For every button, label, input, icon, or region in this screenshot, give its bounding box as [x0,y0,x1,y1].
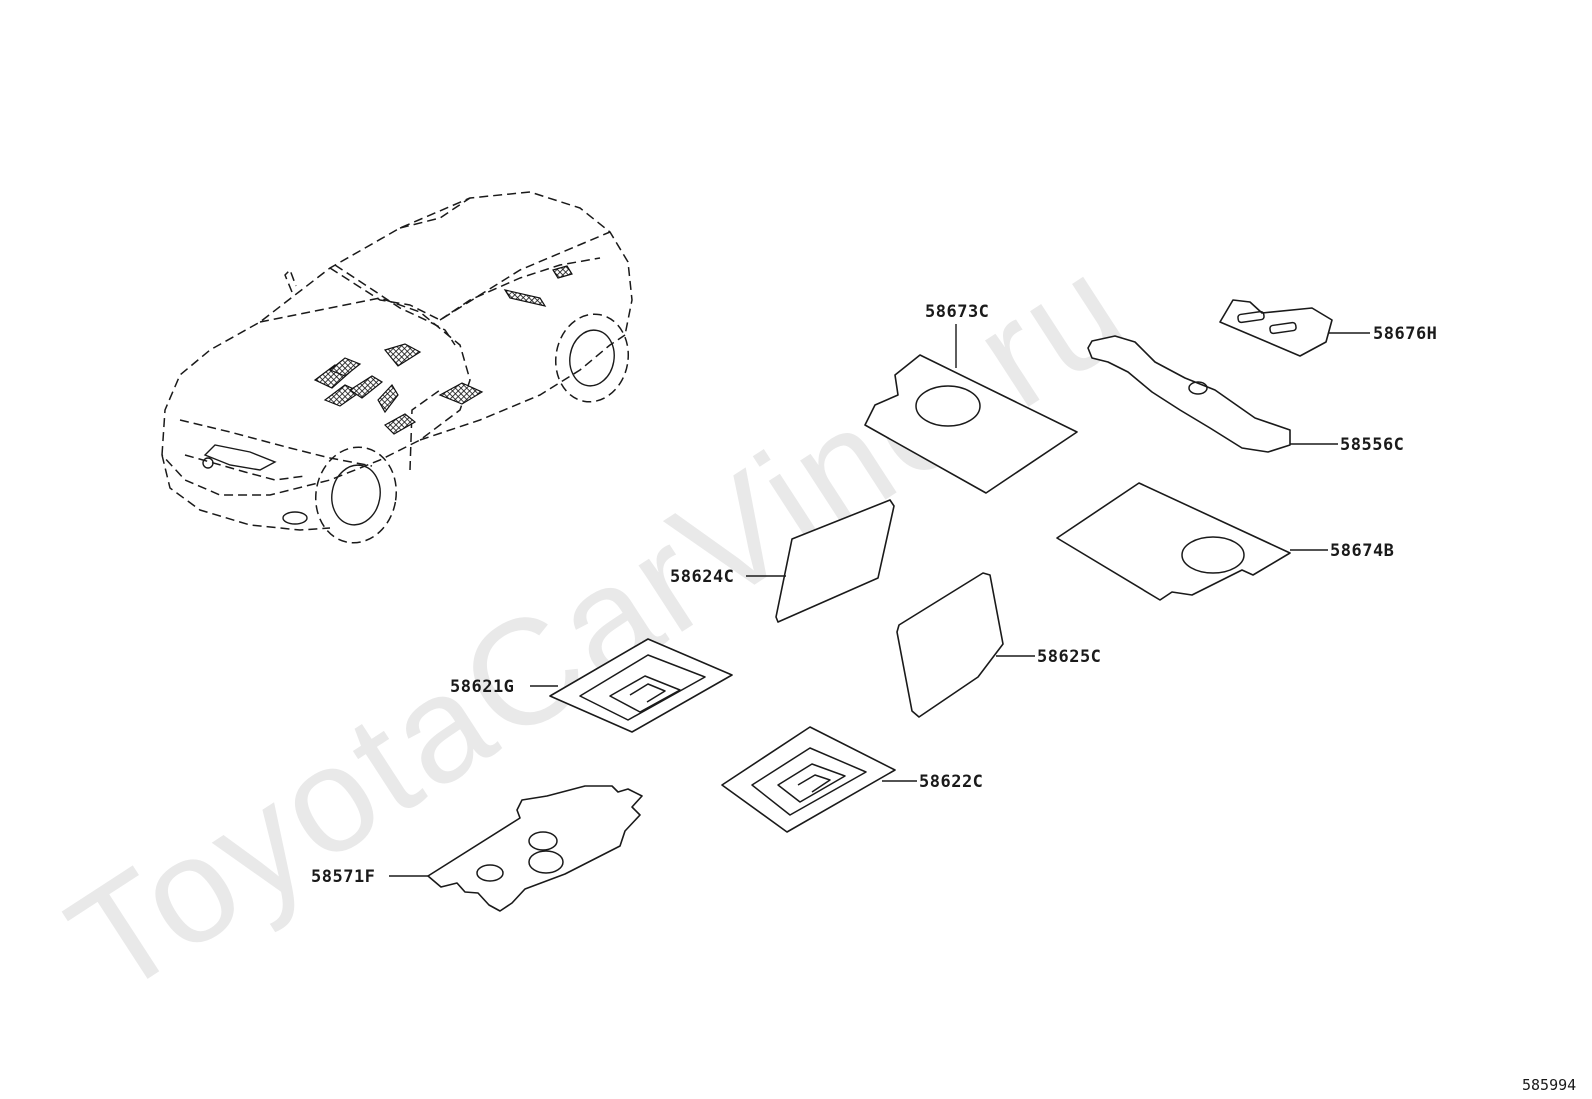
part-58625C[interactable]: 58625C [896,572,1101,718]
part-label-58556C: 58556C [1340,435,1404,455]
part-58622C[interactable]: 58622C [721,726,983,833]
part-label-58625C: 58625C [1037,647,1101,667]
part-58571F[interactable]: 58571F [311,785,643,912]
part-label-58674B: 58674B [1330,541,1394,561]
part-label-58622C: 58622C [919,772,983,792]
part-58674B[interactable]: 58674B [1056,482,1394,601]
part-label-58571F: 58571F [311,867,375,887]
part-label-58673C: 58673C [925,302,989,322]
part-58673C[interactable]: 58673C [864,302,1078,494]
part-58556C[interactable]: 58556C [1087,335,1404,455]
car-overview-drawing [161,191,633,544]
part-58624C[interactable]: 58624C [670,499,895,623]
part-58621G[interactable]: 58621G [450,638,733,733]
part-label-58676H: 58676H [1373,324,1437,344]
part-label-58624C: 58624C [670,567,734,587]
part-label-58621G: 58621G [450,677,514,697]
drawing-number: 585994 [1522,1076,1576,1094]
part-58676H[interactable]: 58676H [1219,299,1437,357]
